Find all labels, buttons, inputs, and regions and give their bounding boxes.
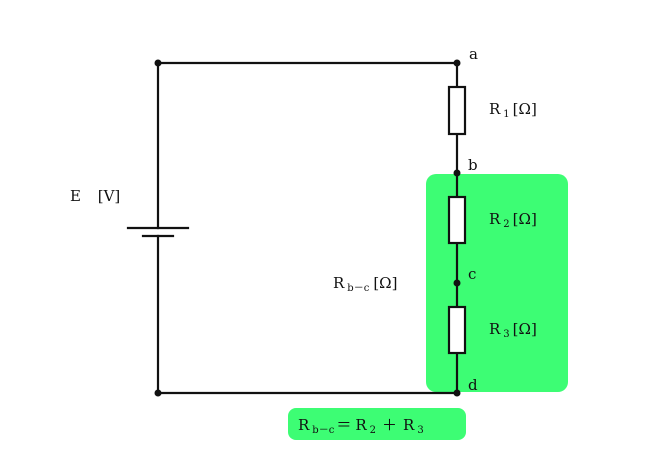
source-label: E [V] (70, 187, 120, 205)
source-unit: [V] (98, 187, 121, 205)
node-dot-a (453, 59, 461, 67)
node-label-a: a (469, 45, 478, 63)
node-dot-c (453, 279, 461, 287)
source-symbol: E (70, 187, 81, 205)
node-dot-d (453, 389, 461, 397)
series-highlight-box (426, 174, 568, 392)
battery-symbol (126, 226, 190, 238)
node-dot-bottom-left (154, 389, 162, 397)
wires (156, 61, 459, 395)
resistor-r1 (447, 85, 467, 136)
resistor-r2 (447, 195, 467, 245)
node-dot-b (453, 169, 461, 177)
formula-box (288, 408, 466, 440)
node-label-b: b (468, 156, 478, 174)
node-label-c: c (468, 265, 476, 283)
node-label-d: d (468, 376, 478, 394)
node-dot-top-left (154, 59, 162, 67)
resistor-r3 (447, 305, 467, 355)
